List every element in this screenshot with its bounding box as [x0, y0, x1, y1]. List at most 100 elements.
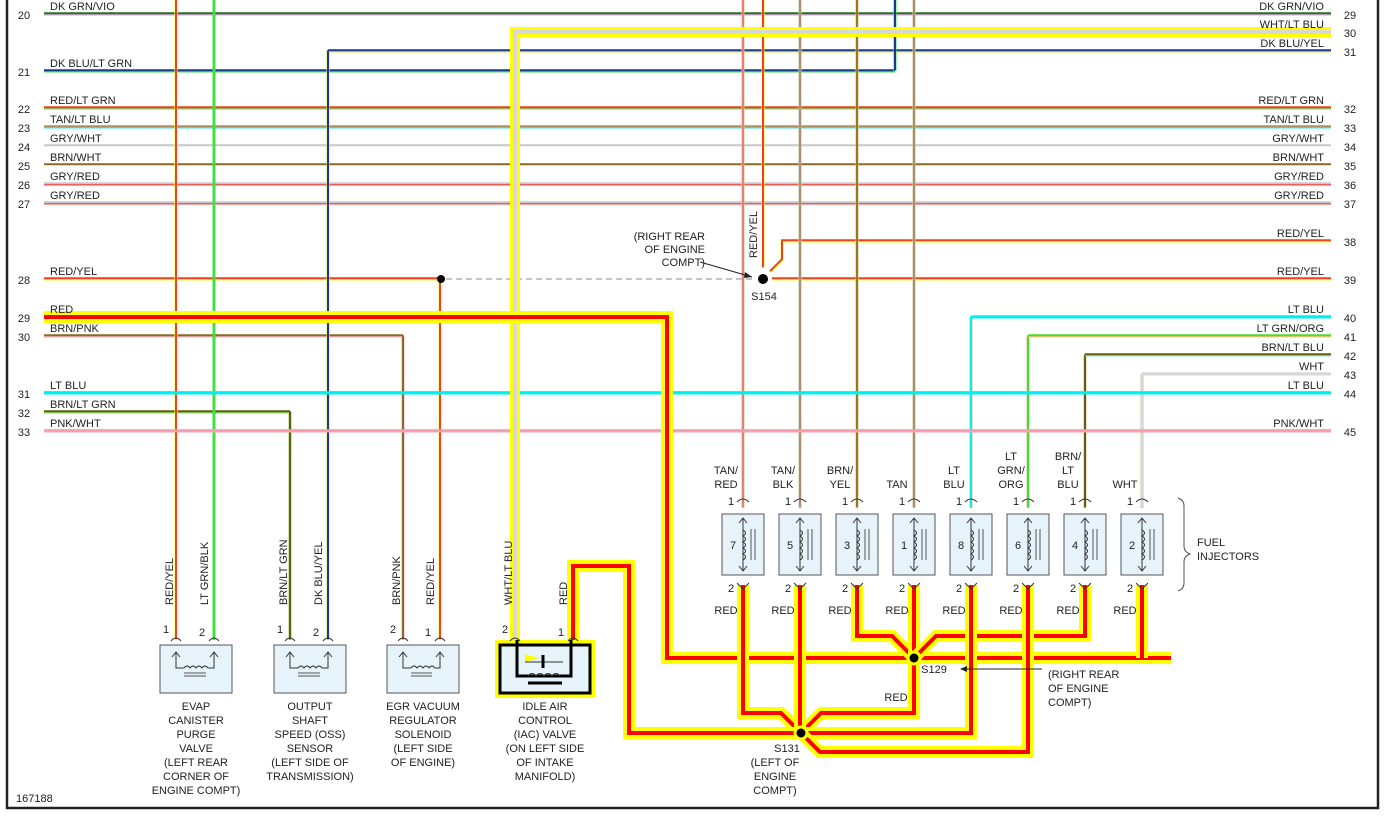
component-body: [159, 644, 233, 694]
injector-number: 5: [787, 540, 793, 552]
arrow-icon: [398, 651, 445, 658]
component-name: (IAC) VALVE: [514, 729, 577, 741]
injector-ground-label: RED: [1056, 605, 1079, 617]
injector-wire-label: TAN/: [771, 465, 796, 477]
arrow-icon: [1080, 517, 1090, 572]
connector-pin-icon: [793, 582, 807, 590]
component-name: (LEFT REAR: [164, 757, 228, 769]
left-pin-number: 23: [18, 123, 30, 135]
injector-wire-label: BRN/: [1055, 451, 1082, 463]
splice-s154-location: (RIGHT REAR: [634, 231, 705, 243]
solenoid-coil-icon: [289, 652, 329, 669]
injector-wire-label: GRN/: [997, 465, 1025, 477]
injector-pin-2: 2: [1013, 583, 1019, 595]
connector-pin-icon: [850, 582, 864, 590]
connector-pin-icon: [964, 582, 978, 590]
component-name: MANIFOLD): [515, 771, 576, 783]
component-pin-number: 1: [558, 627, 564, 639]
right-pin-number: 44: [1344, 389, 1356, 401]
left-wire-label: GRY/WHT: [50, 133, 102, 145]
left-pin-number: 24: [18, 142, 30, 154]
injector-5: [778, 498, 822, 590]
connector-pin-icon: [1135, 498, 1149, 503]
right-pin-number: 33: [1344, 123, 1356, 135]
splice-s131-location: (LEFT OF: [751, 757, 800, 769]
left-pin-number: 21: [18, 67, 30, 79]
right-wire-label: WHT: [1299, 361, 1324, 373]
splice-s154-dot: [758, 274, 768, 284]
injector-pin-1: 1: [785, 496, 791, 508]
component-wire-label: BRN/LT GRN: [278, 539, 290, 605]
injector-wire-label: YEL: [830, 479, 851, 491]
splice-s131-dot: [793, 725, 809, 741]
right-pin-number: 37: [1344, 199, 1356, 211]
right-pin-number: 39: [1344, 275, 1356, 287]
component-3: [386, 637, 460, 694]
component-pin-number: 1: [277, 624, 283, 636]
coil-icon: [1084, 529, 1088, 561]
right-pin-number: 32: [1344, 104, 1356, 116]
left-wire-label: DK GRN/VIO: [50, 1, 115, 13]
component-name: ENGINE COMPT): [152, 785, 241, 797]
injector-number: 8: [958, 540, 964, 552]
component-pin-number: 2: [199, 627, 205, 639]
left-wire-label: BRN/PNK: [50, 323, 100, 335]
injector-wire-label: BRN/: [827, 465, 854, 477]
component-wire-label: RED: [558, 582, 570, 605]
component-2: [273, 637, 347, 694]
component-name: IDLE AIR: [522, 701, 567, 713]
injector-pin-2: 2: [1070, 583, 1076, 595]
component-name: EVAP: [182, 701, 211, 713]
component-name: EGR VACUUM: [386, 701, 460, 713]
injector-pin-1: 1: [956, 496, 962, 508]
right-pin-number: 40: [1344, 313, 1356, 325]
ground-inj-4-highlight: [909, 585, 1091, 663]
solenoid-coil-icon: [402, 652, 441, 669]
left-wire-label: GRY/RED: [50, 190, 100, 202]
component-name: OF ENGINE): [391, 757, 455, 769]
splice-s129-location: OF ENGINE: [1048, 683, 1109, 695]
right-pin-number: 42: [1344, 351, 1356, 363]
component-name: OUTPUT: [287, 701, 333, 713]
arrow-icon: [1023, 517, 1033, 572]
injector-ground-label: RED: [999, 605, 1022, 617]
connector-pin-icon: [397, 637, 446, 642]
component-pin-number: 2: [313, 627, 319, 639]
left-wire-label: DK BLU/LT GRN: [50, 58, 132, 70]
right-pin-number: 38: [1344, 237, 1356, 249]
arrow-icon: [852, 517, 862, 572]
injector-wire-label: LT: [1005, 451, 1017, 463]
injector-group-brace: [1177, 497, 1192, 592]
left-pin-number: 27: [18, 199, 30, 211]
injector-pin-1: 1: [1013, 496, 1019, 508]
right-wire-label: BRN/WHT: [1273, 152, 1325, 164]
splice-s129-branch-label: RED: [884, 692, 907, 704]
ground-inj-4: [912, 585, 1087, 660]
injector-3: [835, 498, 879, 590]
right-wire-label: RED/YEL: [1277, 266, 1324, 278]
splice-s154-location: OF ENGINE: [644, 244, 705, 256]
injector-wire-label: LT: [1062, 465, 1074, 477]
right-wire-label: BRN/LT BLU: [1261, 342, 1324, 354]
right-pin-number: 30: [1344, 28, 1356, 40]
arrow-icon: [960, 666, 967, 672]
connector-pin-icon: [1021, 582, 1035, 590]
injector-wire-label: ORG: [998, 479, 1023, 491]
connector-pin-icon: [736, 582, 750, 590]
ground-inj-8: [801, 585, 973, 735]
component-name: OF INTAKE: [516, 757, 573, 769]
injector-number: 3: [844, 540, 850, 552]
injector-pin-1: 1: [842, 496, 848, 508]
component-name: CORNER OF: [163, 771, 229, 783]
splice-s131-id: S131: [774, 743, 800, 755]
left-wire-label: RED/YEL: [50, 266, 97, 278]
connector-pin-icon: [1078, 582, 1092, 590]
injector-2: [1120, 498, 1164, 590]
wire-right-38-trace: [768, 239, 1331, 274]
right-wire-label: RED/YEL: [1277, 228, 1324, 240]
connector-pin-icon: [907, 498, 921, 503]
connector-pin-icon: [509, 637, 579, 642]
connector-pin-icon: [793, 498, 807, 503]
splice-s129-location: COMPT): [1048, 697, 1091, 709]
